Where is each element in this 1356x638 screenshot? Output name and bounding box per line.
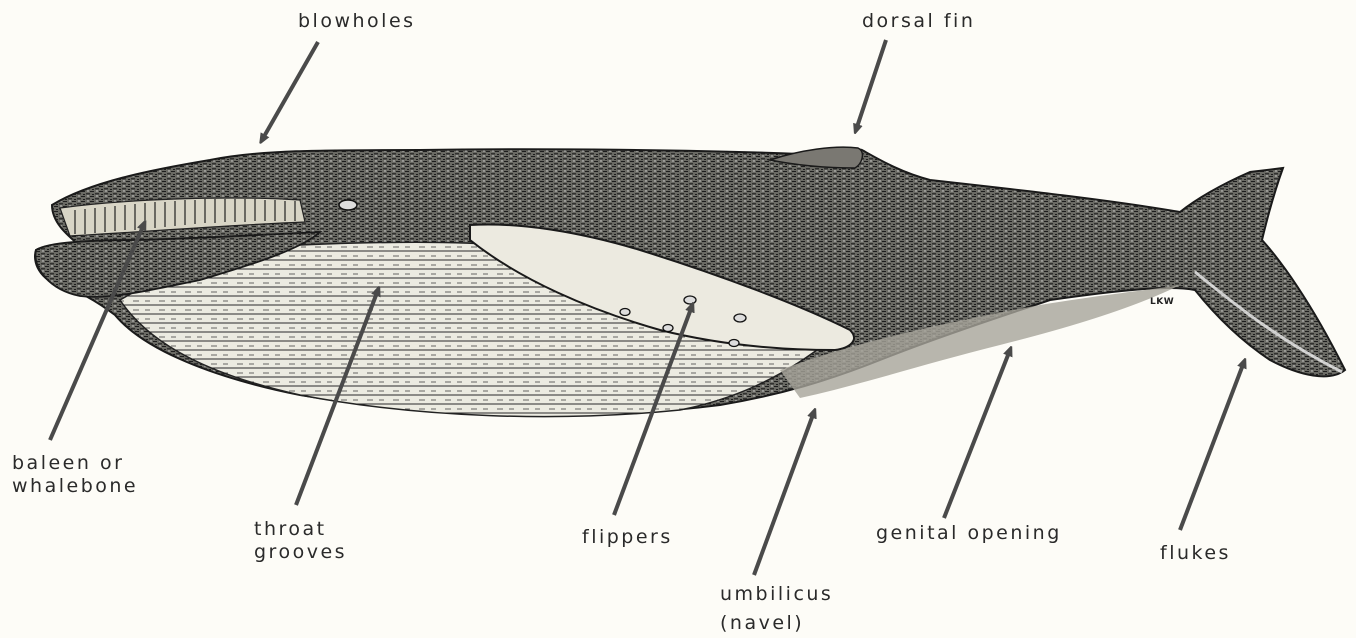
label-umbilicus: umbilicus (navel) <box>720 580 833 638</box>
label-baleen: baleen or whalebone <box>12 452 138 498</box>
label-flukes: flukes <box>1160 542 1231 565</box>
label-throat-grooves-line1: throat <box>254 518 347 541</box>
arrow-genital-opening <box>944 350 1010 518</box>
whale-illustration <box>35 147 1345 416</box>
label-umbilicus-line2: (navel) <box>720 609 833 638</box>
arrow-blowholes <box>262 42 318 140</box>
artist-signature: LKW <box>1150 297 1174 307</box>
label-blowholes: blowholes <box>298 10 416 33</box>
label-throat-grooves: throat grooves <box>254 518 347 564</box>
label-umbilicus-line1: umbilicus <box>720 580 833 609</box>
label-flippers: flippers <box>582 526 673 549</box>
arrow-dorsal-fin <box>856 40 886 130</box>
label-baleen-line1: baleen or <box>12 452 138 475</box>
whale-eye <box>339 200 357 210</box>
arrow-umbilicus <box>754 412 814 575</box>
arrow-flukes <box>1180 362 1244 530</box>
label-genital-opening: genital opening <box>876 522 1062 545</box>
label-dorsal-fin: dorsal fin <box>862 10 975 33</box>
label-baleen-line2: whalebone <box>12 475 138 498</box>
label-throat-grooves-line2: grooves <box>254 541 347 564</box>
